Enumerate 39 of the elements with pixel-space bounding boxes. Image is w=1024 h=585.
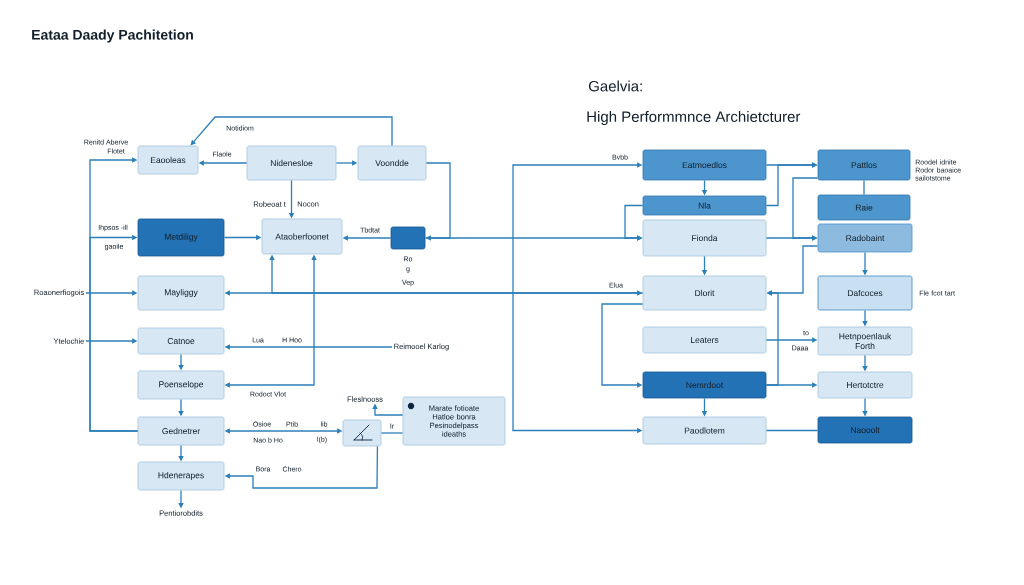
arrow [89, 234, 139, 432]
process-box: Raie [817, 194, 911, 221]
process-box: Mayliggy [137, 275, 225, 311]
arrow [601, 303, 644, 388]
process-box: Leaters [642, 326, 767, 354]
process-box: Hertotctre [817, 371, 913, 399]
process-box: Radobaint [817, 223, 913, 253]
process-box: Gednetrer [137, 416, 225, 446]
arrow [624, 204, 644, 241]
process-box: Nidenesloe [246, 145, 337, 181]
process-box: Voondde [357, 145, 427, 181]
connector-line [863, 179, 865, 196]
process-box: Naooolt [817, 416, 913, 444]
arrow [765, 290, 779, 386]
connector-line [380, 432, 404, 434]
process-box: Metdiligy [137, 218, 225, 257]
small-box [390, 226, 426, 250]
process-box: Poenselope [137, 370, 225, 400]
arrow [190, 116, 393, 147]
process-box: Dlorit [642, 275, 767, 311]
process-box: Ataoberfoonet [261, 218, 343, 255]
process-box: Eaooleas [137, 145, 199, 175]
connector-line [765, 429, 819, 432]
process-box: Pattlos [817, 149, 911, 181]
arrow [425, 162, 451, 241]
process-box: Hdenerapes [137, 461, 225, 491]
process-box: Fionda [642, 219, 767, 257]
arrow [792, 177, 819, 241]
process-box: Paodlotem [642, 416, 767, 445]
process-box: Hetnpoenlauk Forth [817, 326, 913, 356]
heading: Gaelvia: [587, 79, 645, 93]
icon-box [342, 419, 382, 447]
process-box: Nemrdoot [642, 371, 767, 399]
process-box: Catnoe [137, 327, 225, 355]
process-box: Eatmoedlos [642, 149, 767, 181]
process-box: Dafcoces [817, 275, 913, 311]
heading: High Performmnce Archietcturer [585, 110, 802, 126]
process-box: Nla [642, 195, 767, 216]
title: Eataa Daady Pachitetion [32, 29, 193, 43]
